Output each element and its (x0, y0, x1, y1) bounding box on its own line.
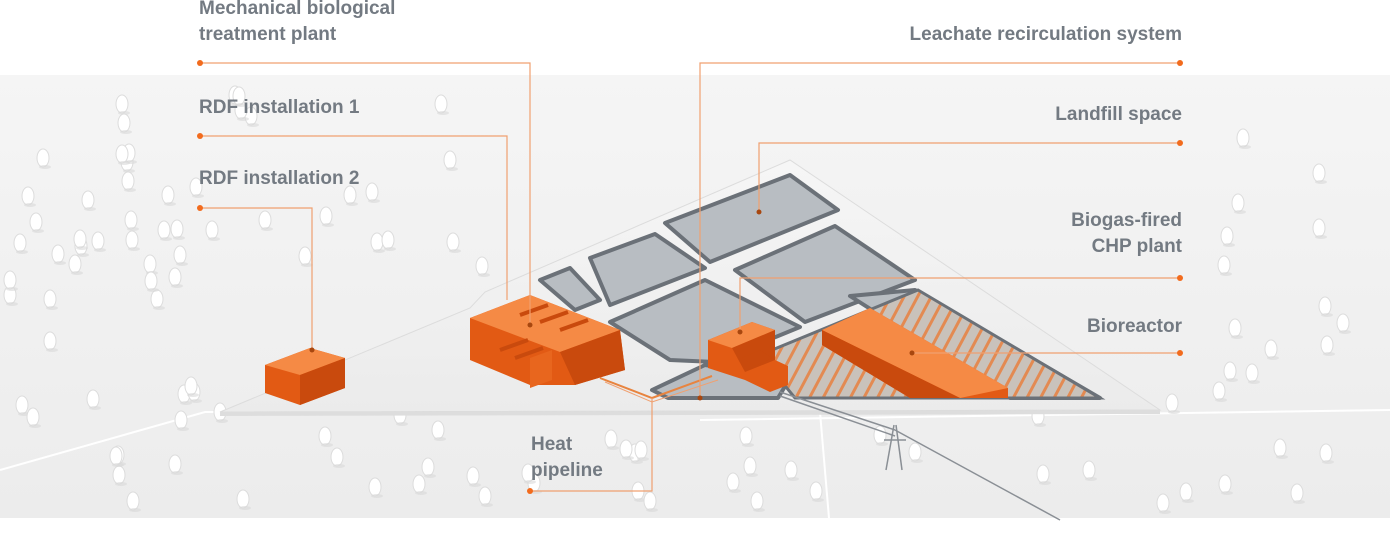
label-mbt: Mechanical biological treatment plant (199, 0, 395, 48)
label-mbt-line2: treatment plant (199, 24, 337, 45)
label-chp-line2: CHP plant (1091, 236, 1182, 257)
label-heat-line1: Heat (531, 434, 573, 455)
label-bioreactor: Bioreactor (1086, 316, 1182, 337)
leader-rdf2 (200, 207, 313, 350)
label-chp: Biogas-fired CHP plant (1071, 208, 1182, 260)
leader-dots (197, 60, 1183, 494)
label-chp-line1: Biogas-fired (1071, 210, 1182, 231)
leader-rdf1 (200, 135, 508, 300)
landfill-cell (588, 232, 707, 307)
leader-chp (739, 277, 1180, 332)
leader-landfill (758, 142, 1180, 212)
leader-lines (200, 62, 1180, 492)
anchor-dots (309, 209, 915, 401)
leader-mbt (200, 62, 531, 325)
label-landfill: Landfill space (1055, 104, 1182, 125)
label-heat: Heat pipeline (531, 432, 603, 484)
leader-heat (530, 398, 653, 492)
label-rdf1: RDF installation 1 (199, 97, 360, 118)
mbt-plant-building (470, 295, 625, 388)
landfill-cell (733, 224, 917, 324)
label-mbt-line1: Mechanical biological (199, 0, 396, 19)
rdf-installation-2-building (265, 348, 345, 405)
power-line (779, 391, 1061, 521)
label-heat-line2: pipeline (531, 460, 603, 481)
landfill-cell (538, 266, 602, 312)
landfill-cell (663, 173, 840, 264)
label-rdf2: RDF installation 2 (199, 168, 360, 189)
label-leachate: Leachate recirculation system (909, 24, 1182, 45)
chp-plant-building (708, 322, 788, 392)
leader-leachate (699, 62, 1180, 398)
